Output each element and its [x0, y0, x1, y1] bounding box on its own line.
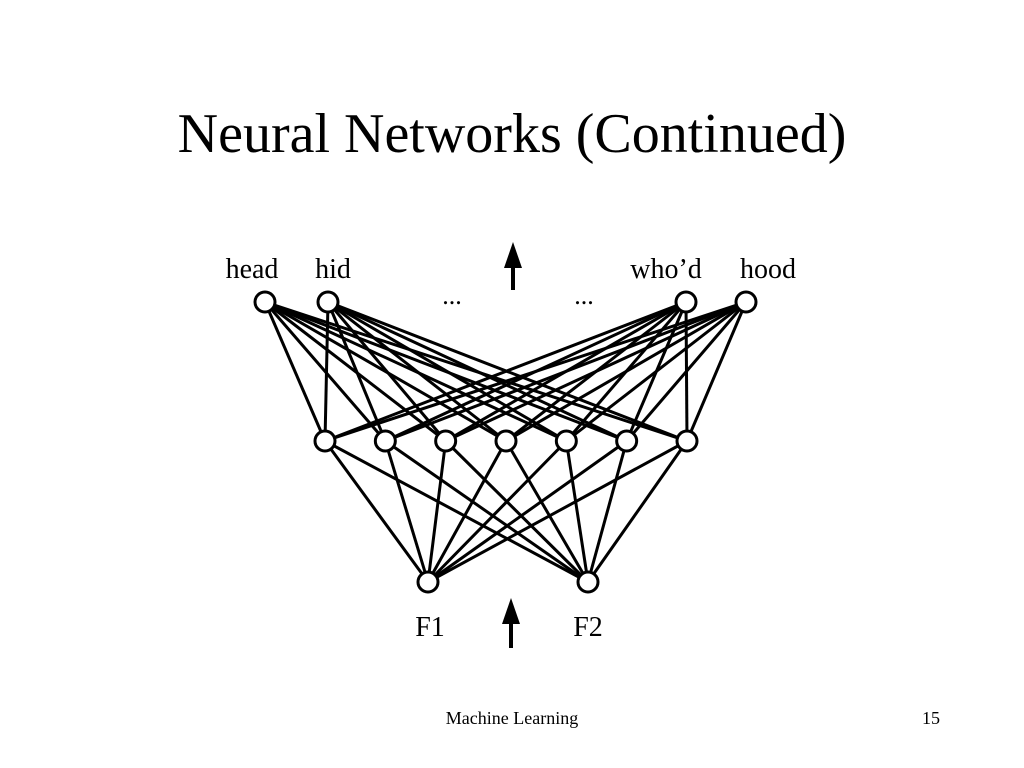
edge-input-0-hidden-6: [427, 439, 688, 584]
edge-output-3-hidden-4: [565, 300, 747, 443]
edge-output-1-hidden-3: [327, 300, 507, 443]
nodes: [253, 290, 758, 594]
input-label-f1: F1: [415, 612, 445, 643]
edge-output-3-hidden-1: [384, 300, 747, 443]
edge-output-1-hidden-1: [326, 301, 387, 442]
edge-output-3-hidden-3: [505, 300, 747, 443]
output-node-1: [316, 290, 340, 314]
edge-input-1-hidden-2: [444, 439, 590, 584]
edge-output-0-hidden-0: [263, 301, 327, 442]
output-ellipsis-right: ...: [574, 281, 594, 310]
edge-output-3-hidden-0: [324, 300, 747, 443]
hidden-node-5: [615, 429, 639, 453]
input-label-f2: F2: [573, 612, 603, 643]
edge-output-3-hidden-6: [685, 301, 748, 442]
output-label-head: head: [226, 254, 279, 285]
output-node-3: [734, 290, 758, 314]
edge-output-2-hidden-0: [324, 300, 687, 443]
edge-output-3-hidden-2: [445, 300, 747, 443]
hidden-node-6: [675, 429, 699, 453]
hidden-node-2: [434, 429, 458, 453]
output-label-whod: who’d: [630, 254, 702, 285]
edge-output-1-hidden-5: [327, 300, 628, 443]
page-number: 15: [922, 708, 940, 728]
edge-input-1-hidden-3: [504, 440, 590, 583]
input-node-0: [416, 570, 440, 594]
input-arrow-icon: [502, 598, 520, 648]
edge-output-1-hidden-0: [323, 301, 330, 442]
edge-input-1-hidden-1: [384, 439, 589, 584]
edge-input-1-hidden-0: [324, 439, 589, 584]
hidden-node-1: [373, 429, 397, 453]
edge-input-0-hidden-4: [426, 439, 568, 584]
output-arrow-icon: [504, 242, 522, 290]
hidden-node-3: [494, 429, 518, 453]
slide-title: Neural Networks (Continued): [177, 103, 847, 165]
edge-input-0-hidden-2: [426, 440, 448, 583]
footer-text: Machine Learning: [445, 708, 579, 728]
edge-output-1-hidden-4: [327, 300, 568, 443]
hidden-node-0: [313, 429, 337, 453]
edge-input-0-hidden-0: [323, 440, 430, 583]
hidden-node-4: [554, 429, 578, 453]
output-ellipsis-left: ...: [442, 281, 462, 310]
edge-input-1-hidden-6: [586, 440, 689, 583]
connection-lines: [263, 300, 748, 584]
edge-output-3-hidden-5: [625, 301, 748, 442]
edge-input-1-hidden-4: [564, 440, 590, 583]
output-label-hood: hood: [740, 254, 796, 285]
output-label-hid: hid: [315, 254, 351, 285]
output-node-0: [253, 290, 277, 314]
edge-output-1-hidden-2: [326, 301, 447, 442]
edge-input-0-hidden-1: [383, 440, 430, 583]
edge-input-0-hidden-3: [426, 440, 508, 583]
edge-input-0-hidden-5: [427, 439, 628, 584]
input-node-1: [576, 570, 600, 594]
edge-input-1-hidden-5: [586, 440, 629, 583]
output-node-2: [674, 290, 698, 314]
